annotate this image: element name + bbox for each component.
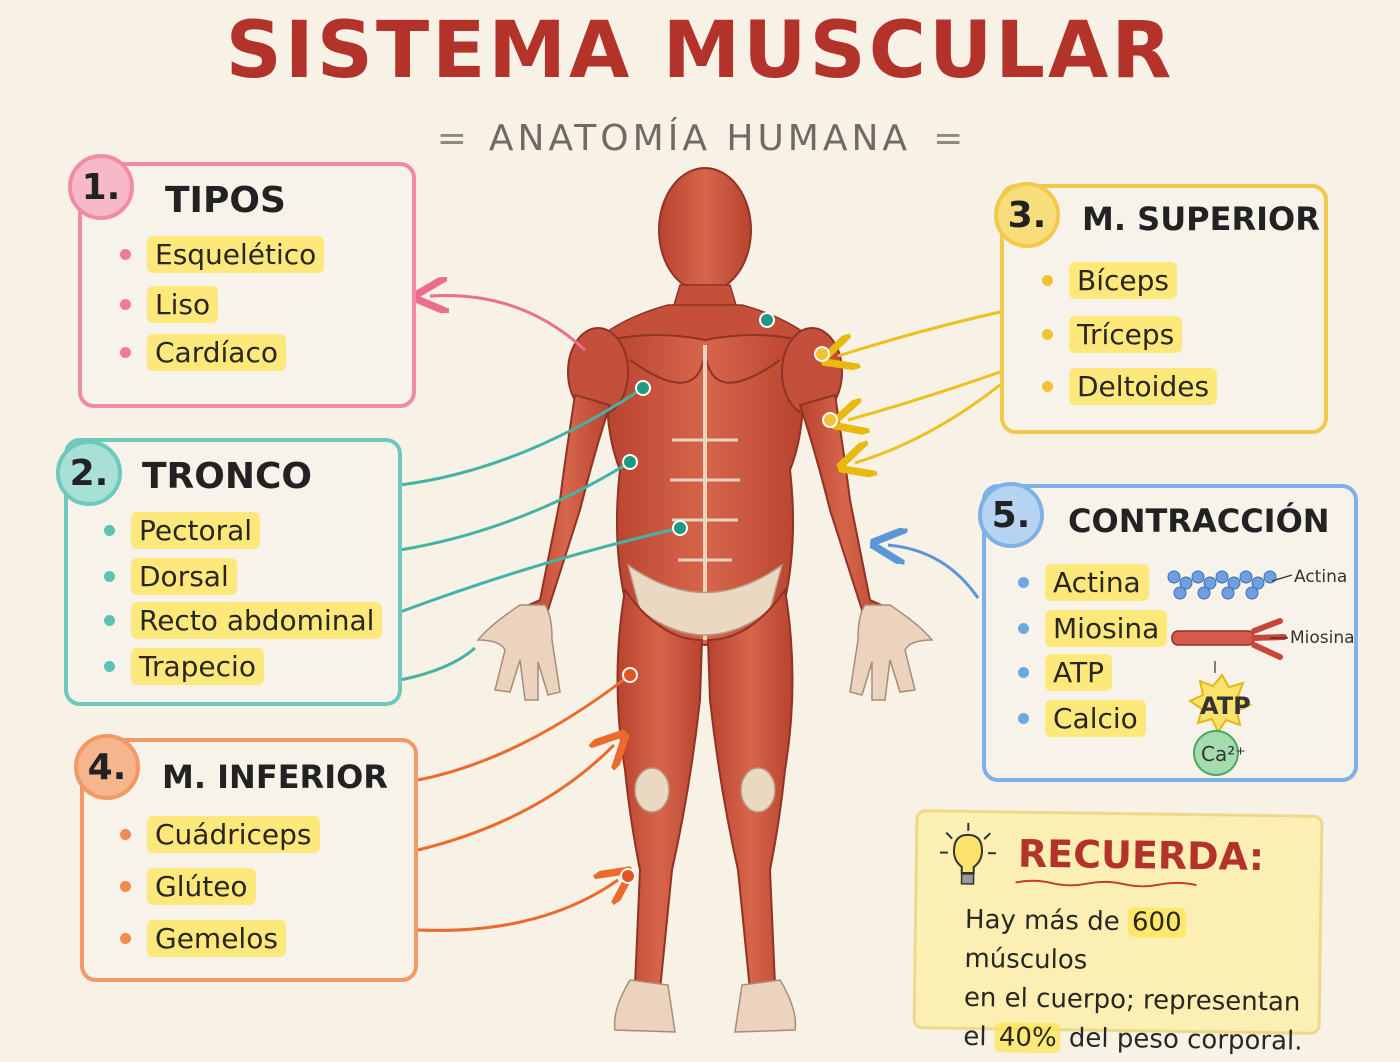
item-biceps: Bíceps [1042, 262, 1177, 299]
note-line-1: Hay más de 600 músculos [964, 901, 1315, 984]
item-actina: Actina [1018, 564, 1149, 601]
calcium-diagram-label: Ca²⁺ [1201, 742, 1246, 766]
item-trapecio: Trapecio [104, 648, 264, 685]
human-figure [478, 168, 932, 1032]
myosin-diagram-label: Miosina [1290, 628, 1355, 648]
item-cardiaco: Cardíaco [120, 334, 286, 371]
myosin-filament-icon [1172, 621, 1284, 657]
title-superior: M. SUPERIOR [1082, 200, 1320, 238]
item-dorsal: Dorsal [104, 558, 237, 595]
item-recto-abdominal: Recto abdominal [104, 602, 382, 639]
item-esqueletico: Esquelético [120, 236, 324, 273]
item-miosina: Miosina [1018, 610, 1167, 647]
connector-tipos [430, 295, 585, 350]
actin-filament-icon [1168, 571, 1276, 599]
badge-inferior: 4. [74, 734, 140, 800]
badge-tipos: 1. [68, 154, 134, 220]
badge-superior: 3. [994, 182, 1060, 248]
badge-tronco: 2. [56, 440, 122, 506]
reminder-note: RECUERDA: Hay más de 600 músculos en el … [912, 809, 1323, 1035]
item-deltoides: Deltoides [1042, 368, 1217, 405]
item-gluteo: Glúteo [120, 868, 256, 905]
connector-contraccion [888, 545, 978, 598]
connectors-inferior [418, 675, 630, 930]
contraction-diagram [1160, 565, 1350, 780]
title-inferior: M. INFERIOR [162, 758, 388, 796]
badge-contraccion: 5. [978, 482, 1044, 548]
item-liso: Liso [120, 286, 218, 323]
lightbulb-icon [937, 820, 998, 891]
item-triceps: Tríceps [1042, 316, 1182, 353]
title-tipos: TIPOS [165, 180, 286, 221]
actin-diagram-label: Actina [1294, 567, 1347, 587]
title-contraccion: CONTRACCIÓN [1068, 502, 1330, 540]
item-calcio: Calcio [1018, 700, 1146, 737]
note-line-2: en el cuerpo; representan [964, 979, 1315, 1023]
item-pectoral: Pectoral [104, 512, 260, 549]
note-title: RECUERDA: [1018, 832, 1265, 879]
note-title-underline [1013, 878, 1198, 889]
title-tronco: TRONCO [142, 456, 312, 497]
item-atp: ATP [1018, 654, 1112, 691]
atp-diagram-label: ATP [1200, 692, 1251, 720]
connectors-superior [838, 312, 1000, 463]
note-line-3: el 40% del peso corporal. [963, 1018, 1314, 1062]
note-body: Hay más de 600 músculos en el cuerpo; re… [963, 901, 1315, 1062]
item-gemelos: Gemelos [120, 920, 286, 957]
item-cuadriceps: Cuádriceps [120, 816, 320, 853]
